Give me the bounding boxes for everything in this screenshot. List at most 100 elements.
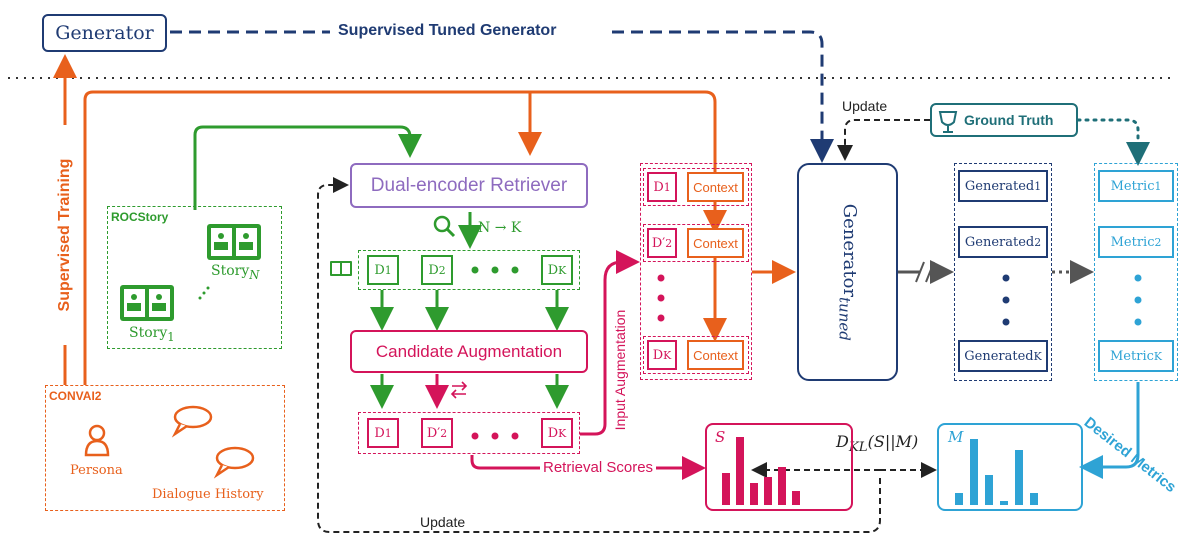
metric-1-text: Metric bbox=[1110, 178, 1155, 194]
input-row-2 bbox=[643, 224, 749, 262]
ellipsis-rocstory bbox=[198, 286, 210, 300]
metric-2-text: Metric bbox=[1110, 234, 1155, 250]
story-n-sub: N bbox=[249, 267, 260, 282]
trophy-icon bbox=[938, 111, 958, 133]
context-box-k: Context bbox=[687, 340, 744, 370]
input-augmentation-label: Input Augmentation bbox=[612, 307, 628, 433]
retrieval-scores-path bbox=[470, 455, 706, 480]
sbars-bar-5 bbox=[792, 491, 800, 505]
generated-k-text: Generated bbox=[964, 348, 1034, 364]
m-label: M bbox=[948, 428, 964, 446]
ellipsis-top-row bbox=[471, 266, 519, 274]
mbars-bar-1 bbox=[970, 439, 978, 505]
book-icon-large-1 bbox=[207, 224, 261, 260]
input-row-1 bbox=[643, 168, 749, 206]
ellipsis-metric-column bbox=[1134, 274, 1142, 326]
input-augmentation-path bbox=[580, 250, 640, 436]
generated-1-sub: 1 bbox=[1034, 179, 1042, 193]
update-top-path bbox=[837, 119, 930, 161]
metric-2-sub: 2 bbox=[1154, 235, 1162, 249]
search-icon bbox=[433, 215, 456, 238]
rocstory-to-retriever bbox=[193, 125, 422, 210]
update-bottom-path bbox=[317, 177, 881, 533]
generated-k-sub: K bbox=[1033, 349, 1042, 363]
swap-icon bbox=[450, 381, 468, 399]
rocstory-title: ROCStory bbox=[111, 210, 169, 224]
generator-tuned-label: Generatortuned bbox=[835, 203, 860, 340]
convai2-title: CONVAI2 bbox=[49, 389, 102, 403]
story-n-label: StoryN bbox=[211, 263, 259, 282]
retrieval-scores-label: Retrieval Scores bbox=[540, 459, 657, 476]
book-icon-small bbox=[330, 261, 352, 276]
context-label-k: Context bbox=[693, 347, 738, 363]
dialogue-history-label: Dialogue History bbox=[152, 487, 264, 502]
generator-tuned-sub: tuned bbox=[835, 296, 854, 341]
metric-1-sub: 1 bbox=[1154, 179, 1162, 193]
kl-d: D bbox=[836, 432, 849, 451]
mbars-bar-0 bbox=[955, 493, 963, 505]
m-bar-chart bbox=[955, 439, 1038, 505]
generator-box: Generator bbox=[42, 14, 167, 52]
generated-column-region bbox=[954, 163, 1052, 381]
context-label-1: Context bbox=[693, 179, 738, 195]
speech-bubble-icon-1 bbox=[171, 405, 213, 438]
candidate-d2prime-bottom: D′2 bbox=[421, 418, 453, 448]
m-distribution-card bbox=[937, 423, 1083, 511]
s-distribution-card bbox=[705, 423, 853, 511]
supervised-training-label: Supervised Training bbox=[56, 154, 74, 316]
ellipsis-bottom-row bbox=[471, 432, 519, 440]
mbars-bar-2 bbox=[985, 475, 993, 505]
book-icon-large-2 bbox=[120, 285, 174, 321]
input-d2prime: D′2 bbox=[647, 228, 677, 258]
story-1-sub: 1 bbox=[167, 329, 175, 344]
ellipsis-input-column bbox=[657, 274, 665, 322]
s-distribution-card-full bbox=[705, 423, 753, 511]
desired-metrics-path bbox=[1079, 382, 1140, 479]
story-n-text: Story bbox=[211, 263, 250, 279]
update-bottom-label: Update bbox=[420, 514, 466, 530]
candidate-augmentation-label: Candidate Augmentation bbox=[375, 341, 563, 361]
generated-2-text: Generated bbox=[964, 234, 1035, 250]
sbars-bar-4 bbox=[778, 467, 786, 505]
retriever-label: Dual-encoder Retriever bbox=[370, 174, 568, 196]
sbars-bar-1 bbox=[736, 437, 744, 505]
top-candidates-region bbox=[358, 250, 580, 290]
metric-column-region bbox=[1094, 163, 1178, 381]
candidate-augmentation-box: Candidate Augmentation bbox=[350, 330, 588, 373]
break-mark-2 bbox=[925, 261, 935, 283]
ground-truth-to-metric bbox=[1076, 118, 1150, 166]
mbars-bar-5 bbox=[1030, 493, 1038, 505]
sbars-bar-0 bbox=[722, 473, 730, 505]
speech-bubble-icon-2 bbox=[213, 446, 255, 479]
sbars-bar-2 bbox=[750, 483, 758, 505]
mbars-bar-3 bbox=[1000, 501, 1008, 505]
generated-2-sub: 2 bbox=[1034, 235, 1042, 249]
sbars-bar-3 bbox=[764, 477, 772, 505]
update-top-label: Update bbox=[842, 98, 888, 114]
metric-k-sub: K bbox=[1153, 349, 1162, 363]
convai-context-path bbox=[83, 90, 717, 385]
ellipsis-generated-column bbox=[1002, 274, 1010, 326]
s-bar-chart bbox=[722, 437, 800, 505]
metric-k-text: Metric bbox=[1110, 348, 1154, 364]
context-label-2: Context bbox=[693, 235, 738, 251]
generator-tuned-text: Generator bbox=[838, 203, 860, 297]
kl-sub: KL bbox=[848, 440, 868, 456]
persona-icon bbox=[84, 424, 110, 457]
mbars-bar-4 bbox=[1015, 450, 1023, 505]
context-box-1: Context bbox=[687, 172, 744, 202]
generated-1-text: Generated bbox=[964, 178, 1035, 194]
input-row-k bbox=[643, 336, 749, 374]
kl-divergence-label: DKL(S||M) bbox=[836, 432, 918, 455]
